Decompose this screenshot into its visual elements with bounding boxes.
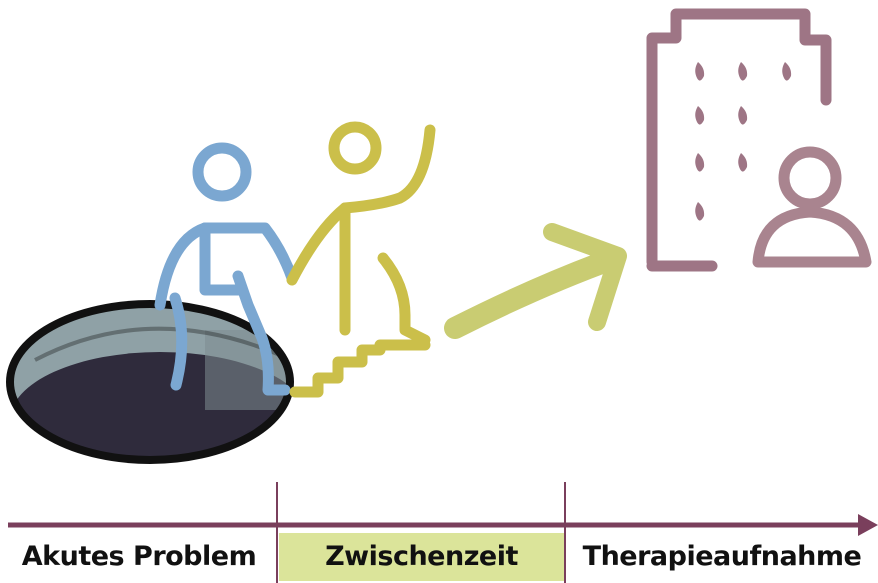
arrow-icon [444, 223, 627, 339]
zwischenzeit-highlight [279, 533, 564, 581]
stage-label-zwischenzeit: Zwischenzeit [325, 541, 518, 572]
person-waving-icon [286, 121, 436, 346]
therapist-person-icon [752, 146, 872, 268]
person-sitting-icon [154, 142, 298, 396]
timeline-arrowhead [858, 514, 878, 536]
stairs-icon [289, 339, 431, 398]
stage-label-akutes-problem: Akutes Problem [21, 541, 257, 572]
clinic-building-icon [646, 8, 832, 272]
stage-label-therapieaufnahme: Therapieaufnahme [582, 541, 862, 572]
